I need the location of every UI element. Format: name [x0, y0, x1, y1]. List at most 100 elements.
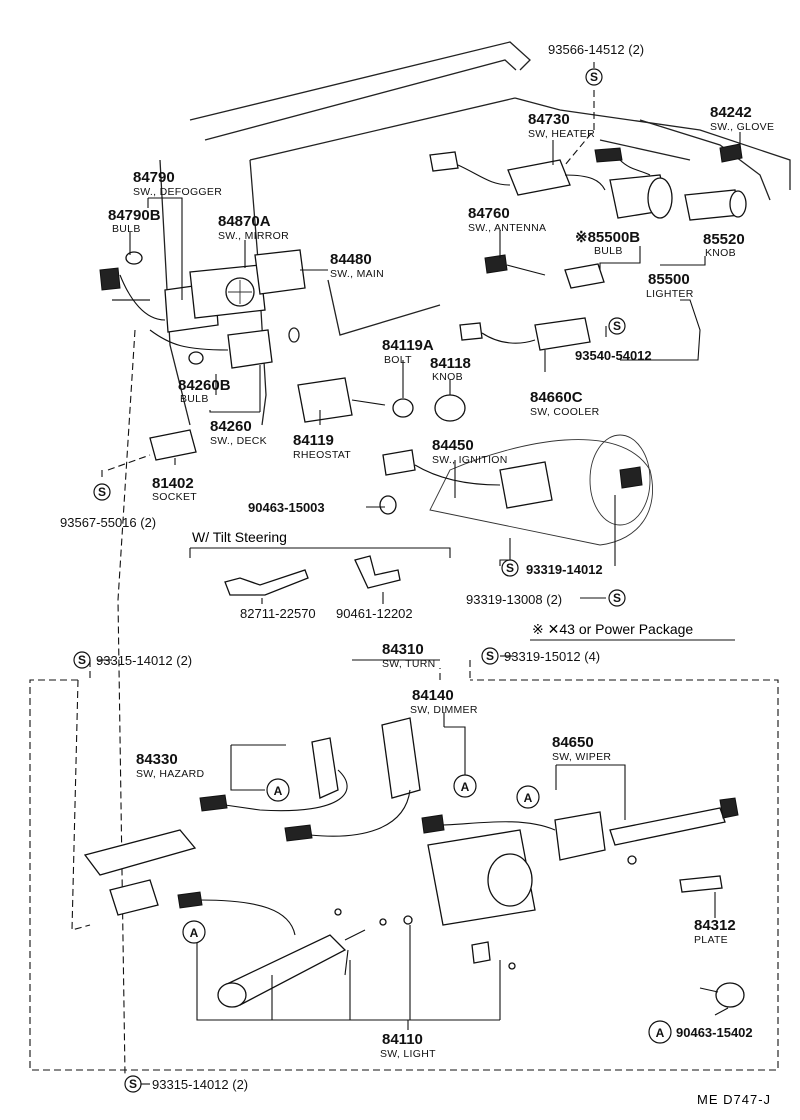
svg-text:A: A	[656, 1026, 665, 1040]
part-number: 84790	[133, 169, 175, 186]
svg-text:S: S	[613, 591, 621, 605]
dashboard-outline	[112, 41, 791, 546]
part-label: LIGHTER	[646, 288, 694, 300]
part-number: 84312	[694, 917, 736, 934]
part-number: 84870A	[218, 213, 271, 230]
part-label: KNOB	[432, 371, 463, 383]
part-socket	[149, 429, 197, 461]
part-number: 84310	[382, 641, 424, 658]
part-number: 85500	[648, 271, 690, 288]
part-number: 84330	[136, 751, 178, 768]
svg-text:S: S	[486, 649, 494, 663]
s-marker-icon: S	[608, 589, 626, 607]
part-label: RHEOSTAT	[293, 449, 351, 461]
svg-text:S: S	[129, 1077, 137, 1091]
part-number: 93566-14512 (2)	[548, 42, 644, 57]
svg-text:A: A	[524, 791, 533, 805]
svg-text:S: S	[506, 561, 514, 575]
part-number: 84790B	[108, 207, 161, 224]
part-number: 84480	[330, 251, 372, 268]
part-number: 84660C	[530, 389, 583, 406]
part-heater-switch	[429, 151, 606, 196]
part-number: 93319-15012 (4)	[504, 649, 600, 664]
s-marker-icon: S	[124, 1075, 142, 1093]
part-label: SW, WIPER	[552, 751, 611, 763]
part-number: 84119A	[382, 337, 434, 354]
svg-text:S: S	[613, 319, 621, 333]
svg-text:A: A	[190, 926, 199, 940]
part-number: 90463-15003	[248, 500, 325, 515]
part-label: SW., DEFOGGER	[133, 186, 222, 198]
part-label: BOLT	[384, 354, 412, 366]
part-label: KNOB	[705, 247, 736, 259]
part-rheostat-knob	[297, 377, 466, 423]
part-number: 84260	[210, 418, 252, 435]
a-marker-icon: A	[266, 778, 290, 802]
s-symbols: S S S S S S S S	[73, 68, 626, 1093]
part-number: 84450	[432, 437, 474, 454]
part-label: SW., ANTENNA	[468, 222, 546, 234]
part-label: SW, HAZARD	[136, 768, 204, 780]
part-number: 84118	[430, 355, 471, 372]
part-switch-cluster	[99, 249, 306, 369]
part-number: 93319-14012	[526, 562, 603, 577]
a-marker-icon: A	[182, 920, 206, 944]
part-number: 93319-13008 (2)	[466, 592, 562, 607]
s-marker-icon: S	[501, 559, 519, 577]
part-number: 93540-54012	[575, 348, 652, 363]
part-number: 90461-12202	[336, 606, 413, 621]
part-band-clip	[699, 982, 745, 1008]
part-number: 81402	[152, 475, 194, 492]
part-tilt-brackets	[224, 555, 401, 596]
part-label: BULB	[180, 393, 209, 405]
part-number: 84110	[382, 1031, 423, 1048]
part-number: 93315-14012 (2)	[96, 653, 192, 668]
s-marker-icon: S	[93, 483, 111, 501]
part-combination-bracket	[83, 829, 536, 926]
package-note: ※ ✕43 or Power Package	[532, 621, 693, 637]
s-marker-icon: S	[73, 651, 91, 669]
svg-text:A: A	[461, 780, 470, 794]
part-label: SW., GLOVE	[710, 121, 774, 133]
turn-switch-box	[29, 660, 779, 1071]
leader-lines-lower	[97, 655, 729, 1085]
part-label: SW, COOLER	[530, 406, 600, 418]
part-number: 84730	[528, 111, 570, 128]
part-number: 84650	[552, 734, 594, 751]
part-number: 85520	[703, 231, 745, 248]
part-label: SW, TURN	[382, 658, 436, 670]
figure-code: ME D747-J	[697, 1092, 771, 1107]
part-label: SW., MIRROR	[218, 230, 289, 242]
part-label: BULB	[112, 223, 141, 235]
part-label: BULB	[594, 245, 623, 257]
part-dimmer-switch	[284, 717, 421, 842]
s-marker-icon: S	[481, 647, 499, 665]
part-label: SW., DECK	[210, 435, 267, 447]
part-label: SOCKET	[152, 491, 197, 503]
part-label: SW., MAIN	[330, 268, 384, 280]
part-ignition-switch	[379, 449, 643, 515]
part-wiper-switch	[421, 797, 739, 861]
a-marker-icon: A	[453, 774, 477, 798]
a-marker-icon: A	[516, 785, 540, 809]
part-number: 93315-14012 (2)	[152, 1077, 248, 1092]
leader-lines-upper	[101, 62, 741, 1076]
callout-labels: 93566-14512 (2) 84730 SW, HEATER 84242 S…	[60, 42, 774, 1107]
part-antenna-switch	[484, 254, 605, 289]
s-marker-icon: S	[585, 68, 603, 86]
part-cooler-switch	[459, 317, 591, 351]
a-symbols: A A A A A	[182, 774, 672, 1044]
part-label: SW, HEATER	[528, 128, 595, 140]
tilt-steering-title: W/ Tilt Steering	[192, 529, 287, 545]
part-plate	[627, 855, 723, 893]
part-number: 84260B	[178, 377, 231, 394]
part-number: ※85500B	[575, 229, 640, 246]
svg-text:S: S	[590, 70, 598, 84]
part-number: 84760	[468, 205, 510, 222]
part-glove-switch	[719, 143, 743, 163]
part-number: 82711-22570	[240, 606, 316, 621]
part-number: 93567-55016 (2)	[60, 515, 156, 530]
part-label: PLATE	[694, 934, 728, 946]
a-marker-icon: A	[648, 1020, 672, 1044]
